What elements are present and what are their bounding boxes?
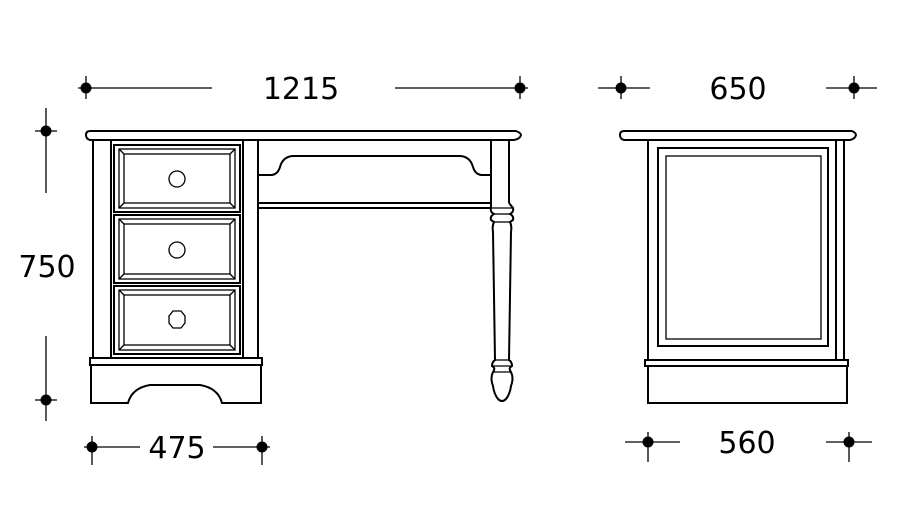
- drawer-1: [113, 144, 241, 213]
- dimension-side-depth-base: 560: [625, 426, 872, 462]
- dimension-height: 750: [18, 108, 76, 421]
- dimension-label-front-width: 1215: [263, 72, 339, 107]
- drawer-2: [113, 214, 241, 284]
- side-panel-inner: [665, 155, 822, 340]
- drawer-knob: [168, 310, 186, 329]
- side-panel-outer: [657, 147, 829, 347]
- dimension-label-side-depth-base: 560: [718, 426, 775, 461]
- side-top: [618, 130, 858, 141]
- drawer-3: [113, 285, 241, 355]
- desk-side-view: [618, 130, 858, 404]
- dimension-pedestal-width: 475: [84, 431, 270, 466]
- drawer-knob: [168, 170, 186, 188]
- dimension-front-width: 1215: [78, 72, 528, 107]
- dimension-label-side-depth-top: 650: [709, 72, 766, 107]
- side-plinth: [647, 365, 848, 404]
- desk-top: [84, 130, 523, 141]
- drawer-knob: [168, 241, 186, 259]
- pedestal-base: [89, 357, 263, 404]
- dimension-label-pedestal-width: 475: [148, 431, 205, 466]
- desk-apron: [257, 140, 491, 209]
- dimension-label-height: 750: [18, 250, 75, 285]
- dimension-side-depth-top: 650: [598, 72, 877, 107]
- desk-leg: [489, 140, 515, 402]
- pedestal: [89, 140, 263, 404]
- desk-front-view: [84, 130, 523, 404]
